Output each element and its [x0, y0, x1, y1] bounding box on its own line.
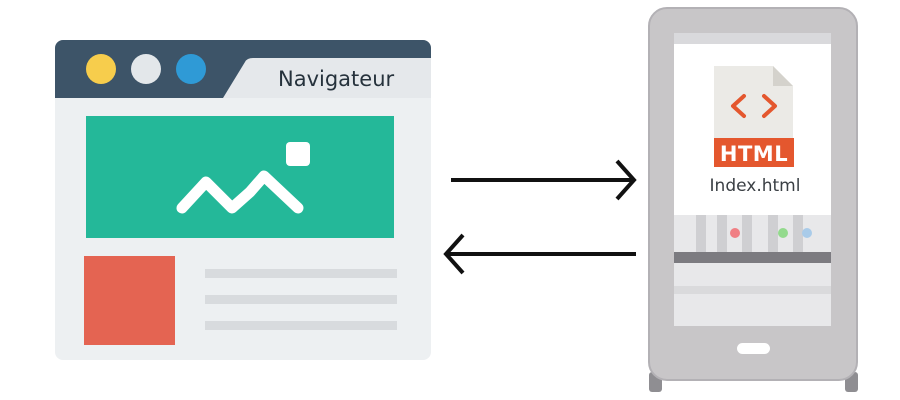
arrow-left-icon [443, 233, 636, 275]
text-line [205, 269, 397, 278]
image-icon [176, 142, 310, 214]
phone-device [648, 7, 858, 392]
arrow-right-icon [451, 159, 637, 201]
browser-tab-label: Navigateur [278, 67, 395, 91]
html-badge: HTML [719, 142, 789, 166]
window-dot-blue [176, 54, 206, 84]
window-dot-gray [131, 54, 161, 84]
file-name-label: Index.html [709, 176, 801, 196]
html-file-icon [714, 66, 794, 167]
hero-image [86, 116, 394, 238]
text-line [205, 295, 397, 304]
window-dot-yellow [86, 54, 116, 84]
browser-tab [223, 58, 431, 98]
text-line [205, 321, 397, 330]
browser-window: Navigateur [55, 40, 431, 360]
thumbnail-block [84, 256, 175, 345]
